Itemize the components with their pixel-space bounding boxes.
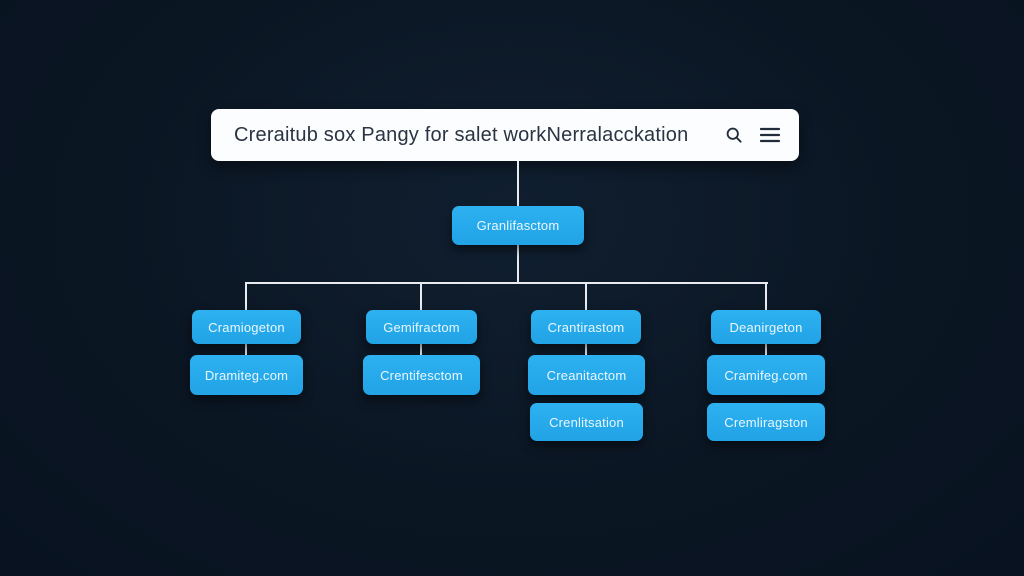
org-node-col3-row2[interactable]: Creanitactom <box>528 355 645 395</box>
org-node-col1-row1[interactable]: Cramiogeton <box>192 310 301 344</box>
org-node-col2-row2[interactable]: Crentifesctom <box>363 355 480 395</box>
header-title: Creraitub sox Pangy for salet workNerral… <box>234 123 689 146</box>
connector-drop-col2 <box>420 282 422 311</box>
org-node-col3-row1[interactable]: Crantirastom <box>531 310 641 344</box>
org-node-col1-row2[interactable]: Dramiteg.com <box>190 355 303 395</box>
connector-root-to-bus <box>517 245 519 283</box>
connector-col3-row1-row2 <box>585 344 587 355</box>
connector-header-to-root <box>517 161 519 207</box>
org-node-col2-row1[interactable]: Gemifractom <box>366 310 477 344</box>
connector-drop-col4 <box>765 282 767 311</box>
org-node-col4-row3[interactable]: Cremliragston <box>707 403 825 441</box>
search-icon[interactable] <box>723 124 745 146</box>
connector-bus <box>245 282 768 284</box>
org-node-col3-row3[interactable]: Crenlitsation <box>530 403 643 441</box>
org-node-root[interactable]: Granlifasctom <box>452 206 584 245</box>
header-icons <box>723 124 799 146</box>
connector-drop-col1 <box>245 282 247 311</box>
org-node-col4-row2[interactable]: Cramifeg.com <box>707 355 825 395</box>
header-bar: Creraitub sox Pangy for salet workNerral… <box>211 109 799 161</box>
connector-col4-row1-row2 <box>765 344 767 355</box>
connector-drop-col3 <box>585 282 587 311</box>
org-node-col4-row1[interactable]: Deanirgeton <box>711 310 821 344</box>
hamburger-menu-icon[interactable] <box>759 124 781 146</box>
connector-col1-row1-row2 <box>245 344 247 355</box>
connector-col2-row1-row2 <box>420 344 422 355</box>
